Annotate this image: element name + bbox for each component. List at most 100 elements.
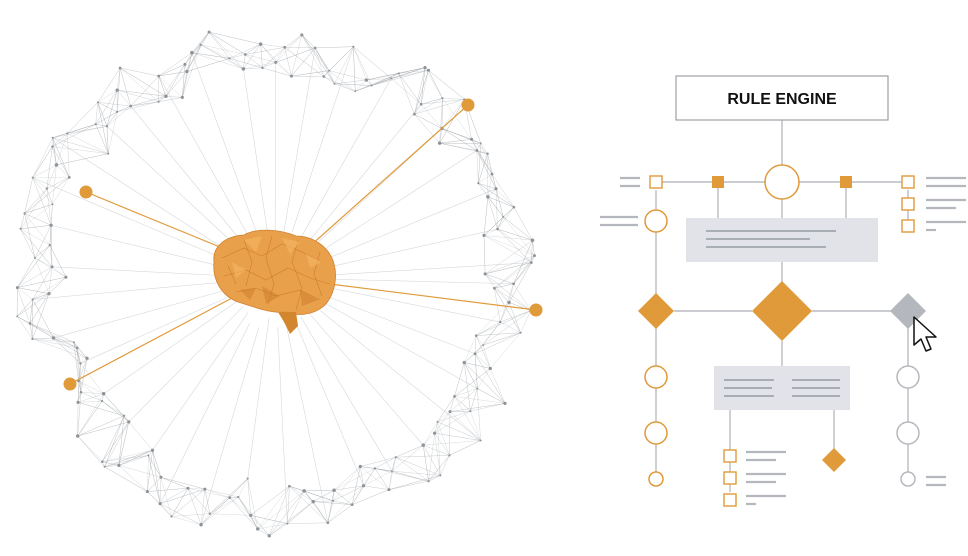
network-edge	[118, 465, 148, 492]
network-edge	[158, 64, 186, 102]
network-edge	[257, 486, 290, 530]
network-edge	[158, 75, 183, 98]
network-edge	[483, 235, 535, 256]
network-edge	[434, 432, 481, 441]
network-node	[426, 68, 430, 72]
network-node	[115, 88, 119, 92]
network-edge	[247, 478, 251, 516]
network-node	[157, 74, 161, 78]
network-edge	[97, 102, 109, 154]
network-node	[496, 227, 499, 231]
network-edge	[73, 342, 81, 364]
network-edge	[449, 410, 471, 412]
network-edge	[423, 445, 429, 482]
network-edge	[187, 488, 210, 514]
network-edge	[289, 485, 305, 492]
network-node	[350, 503, 354, 507]
network-node	[183, 62, 187, 66]
network-edge	[67, 133, 109, 154]
network-edge	[476, 150, 493, 175]
network-edge	[495, 188, 504, 217]
network-edge	[77, 435, 103, 462]
network-edge	[464, 362, 471, 412]
network-edge	[454, 388, 478, 397]
network-edge	[102, 455, 149, 462]
network-edge	[487, 174, 493, 197]
network-edge	[34, 257, 50, 294]
network-edge	[160, 477, 205, 490]
network-edge	[17, 257, 36, 288]
network-edge	[301, 34, 335, 84]
network-node	[477, 182, 480, 185]
network-edge	[314, 47, 335, 84]
network-spoke	[277, 327, 288, 524]
network-edge	[20, 188, 48, 229]
network-spoke	[319, 299, 478, 389]
network-edge	[363, 470, 392, 486]
network-node	[419, 102, 423, 106]
network-edge	[118, 421, 129, 466]
network-edge	[287, 501, 314, 524]
network-edge	[208, 31, 246, 55]
network-node	[519, 331, 522, 334]
network-edge	[371, 73, 399, 86]
network-node	[492, 286, 496, 290]
network-edge	[77, 393, 104, 437]
network-edge	[360, 466, 392, 472]
network-edge	[102, 461, 119, 466]
network-node	[469, 410, 472, 413]
network-node	[105, 125, 109, 128]
network-edge	[95, 102, 99, 125]
network-node	[203, 487, 207, 491]
network-edge	[500, 310, 531, 323]
network-edge	[303, 490, 314, 502]
network-edge	[97, 102, 131, 107]
network-edge	[334, 83, 356, 92]
network-edge	[77, 358, 88, 403]
network-node	[51, 336, 56, 340]
network-node	[75, 434, 80, 438]
network-edge	[269, 523, 288, 536]
network-edge	[414, 114, 443, 129]
network-edge	[503, 216, 533, 241]
network-edge	[391, 457, 397, 472]
network-spoke	[106, 126, 239, 248]
rule-engine-header: RULE ENGINE	[675, 75, 889, 121]
network-edge	[52, 146, 109, 154]
network-edge	[485, 273, 514, 284]
network-node	[51, 203, 54, 206]
network-edge	[513, 283, 531, 311]
network-edge	[245, 54, 263, 69]
network-edge	[128, 421, 153, 451]
network-edge	[360, 456, 396, 467]
network-node	[158, 502, 162, 506]
network-edge	[17, 316, 54, 339]
network-spoke	[286, 326, 329, 523]
network-edge	[204, 488, 230, 498]
network-node	[118, 66, 122, 70]
network-edge	[165, 96, 183, 98]
network-node	[164, 94, 168, 99]
network-edge	[414, 70, 429, 115]
network-edge	[490, 368, 506, 404]
network-edge	[147, 487, 189, 492]
network-edge	[171, 488, 189, 517]
network-edge	[363, 468, 376, 486]
network-edge	[454, 396, 471, 412]
network-edge	[106, 111, 118, 127]
network-edge	[107, 111, 118, 154]
network-spoke	[52, 266, 226, 277]
network-node	[283, 45, 287, 49]
network-edge	[332, 466, 361, 502]
network-edge	[147, 477, 162, 492]
network-edge	[360, 466, 390, 490]
network-edge	[34, 244, 51, 259]
network-spoke	[283, 47, 316, 233]
network-edge	[497, 228, 533, 241]
network-edge	[32, 338, 88, 359]
network-edge	[434, 433, 450, 456]
network-node	[441, 97, 444, 100]
flow-node-square	[901, 219, 915, 233]
network-edge	[323, 76, 335, 84]
network-edge	[119, 67, 131, 107]
